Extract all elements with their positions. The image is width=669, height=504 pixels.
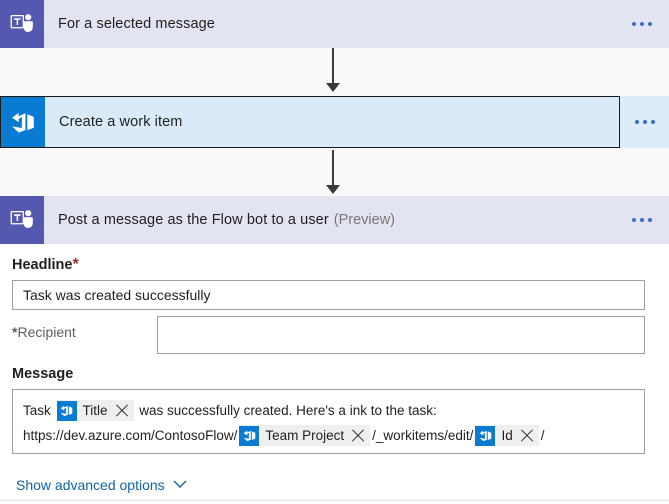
azure-devops-icon	[1, 97, 45, 147]
menu-dot	[632, 22, 636, 26]
connector-arrow-1	[326, 83, 340, 92]
recipient-label: *Recipient	[12, 324, 76, 342]
flow-step-title: Create a work item	[59, 114, 183, 130]
azure-devops-icon	[475, 425, 496, 446]
flow-step-menu-icon[interactable]	[620, 96, 669, 148]
message-text-segment: /_workitems/edit/	[372, 428, 474, 443]
headline-input-wrap[interactable]	[12, 280, 645, 310]
azure-devops-icon	[56, 400, 77, 421]
microsoft-teams-icon	[0, 0, 44, 48]
azure-devops-icon	[239, 425, 260, 446]
flow-step-title-suffix: (Preview)	[333, 212, 396, 228]
flow-step-post-message[interactable]: Post a message as the Flow bot to a user…	[0, 196, 669, 244]
message-line: Task Title was successfully created. Her…	[23, 398, 634, 423]
menu-dots[interactable]	[618, 120, 669, 124]
token-remove-icon[interactable]	[113, 402, 131, 420]
recipient-input-wrap[interactable]	[157, 316, 645, 354]
flow-step-title: Post a message as the Flow bot to a user	[58, 212, 329, 228]
dynamic-content-token-team-project[interactable]: Team Project	[239, 425, 371, 446]
message-label-text: Message	[12, 366, 74, 382]
menu-dot	[634, 120, 639, 124]
flow-step-title-wrap: Post a message as the Flow bot to a user…	[44, 196, 615, 244]
headline-label-text: Headline	[12, 257, 73, 273]
message-rich-editor[interactable]: Task Title was successfully created. Her…	[12, 389, 645, 454]
microsoft-teams-icon	[0, 196, 44, 244]
flow-step-trigger[interactable]: For a selected message	[0, 0, 669, 48]
connector-line-2	[332, 150, 334, 186]
flow-step-title-wrap: Create a work item	[45, 97, 619, 147]
chevron-down-icon	[173, 476, 187, 494]
headline-input[interactable]	[13, 281, 644, 309]
menu-dot	[648, 218, 652, 222]
show-advanced-options-button[interactable]: Show advanced options	[16, 476, 187, 494]
action-parameters-panel: Headline* *Recipient Message Task	[0, 244, 669, 504]
menu-dot	[640, 22, 644, 26]
message-text-segment: /	[540, 428, 545, 443]
token-label: Id	[501, 428, 513, 443]
menu-dot	[642, 120, 647, 124]
flow-step-menu-icon[interactable]	[615, 196, 669, 244]
show-advanced-options-label: Show advanced options	[16, 477, 165, 493]
flow-step-create-work-item[interactable]: Create a work item	[0, 96, 620, 148]
connector-arrow-2	[326, 185, 340, 194]
headline-label: Headline*	[12, 256, 79, 274]
connector-line-1	[332, 48, 334, 84]
flow-step-title: For a selected message	[58, 16, 215, 32]
menu-dot	[648, 22, 652, 26]
menu-dot	[640, 218, 644, 222]
panel-bottom-divider	[0, 500, 669, 501]
token-remove-icon[interactable]	[518, 427, 536, 445]
dynamic-content-token-id[interactable]: Id	[475, 425, 539, 446]
flow-step-card-inner: Create a work item	[0, 96, 620, 148]
required-asterisk: *	[72, 256, 79, 273]
token-label: Team Project	[265, 428, 345, 443]
dynamic-content-token-title[interactable]: Title	[56, 400, 134, 421]
message-text-segment: https://dev.azure.com/ContosoFlow/	[23, 428, 238, 443]
recipient-label-text: Recipient	[17, 324, 76, 340]
message-line: https://dev.azure.com/ContosoFlow/ Team …	[23, 423, 634, 448]
message-text-segment: was successfully created. Here's a ink t…	[135, 403, 437, 418]
message-label: Message	[12, 365, 73, 383]
required-asterisk: *	[12, 324, 18, 340]
flow-step-title-wrap: For a selected message	[44, 0, 615, 48]
token-label: Title	[82, 403, 108, 418]
flow-step-menu-icon[interactable]	[615, 0, 669, 48]
message-text-segment: Task	[23, 403, 55, 418]
recipient-input[interactable]	[158, 317, 644, 353]
token-remove-icon[interactable]	[349, 427, 367, 445]
menu-dot	[650, 120, 655, 124]
menu-dot	[632, 218, 636, 222]
